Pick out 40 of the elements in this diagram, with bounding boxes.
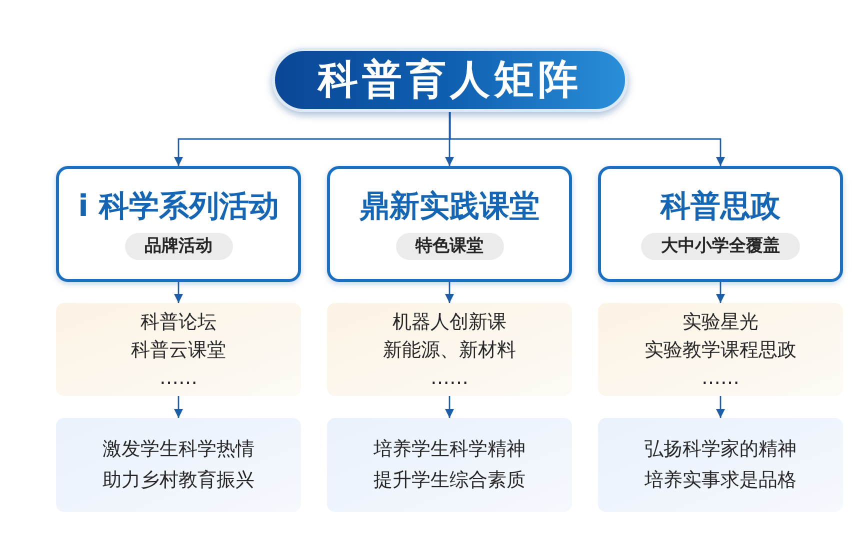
category-card [327,166,572,282]
ellipsis-text: …… [430,366,468,390]
title-text: 科普育人矩阵 [318,60,582,100]
arrow [174,396,183,418]
arrow [445,396,454,418]
card-heading: 科普思政 [660,188,780,226]
list-item: 科普云课堂 [131,338,226,362]
arrow [449,112,725,166]
goal-panel [327,418,572,512]
card-heading: 鼎新实践课堂 [360,188,540,226]
arrow [445,282,454,303]
item-panel [327,303,572,396]
goal-text: 助力乡村教育振兴 [102,468,254,493]
goal-text: 培养实事求是品格 [644,468,796,493]
tag-pill: 特色课堂 [396,233,504,260]
card-heading: i 科学系列活动 [78,188,279,226]
arrow [445,112,454,166]
arrow [174,282,183,303]
item-panel [598,303,843,396]
item-panel [56,303,301,396]
title-pill [272,48,628,112]
goal-panel [56,418,301,512]
goal-text: 弘扬科学家的精神 [644,437,796,462]
list-item: 机器人创新课 [392,310,506,334]
arrow [716,396,725,418]
list-item: 实验星光 [682,310,758,334]
list-item: 科普论坛 [140,310,216,334]
category-card [56,166,301,282]
list-item: 新能源、新材料 [383,338,516,362]
goal-text: 提升学生综合素质 [374,468,526,493]
tag-pill: 品牌活动 [124,233,232,260]
tag-pill: 大中小学全覆盖 [641,233,800,260]
category-card [598,166,843,282]
goal-text: 培养学生科学精神 [374,437,526,462]
list-item: 实验教学课程思政 [644,338,796,362]
ellipsis-text: …… [160,366,198,390]
arrow [716,282,725,303]
goal-text: 激发学生科学热情 [102,437,254,462]
goal-panel [598,418,843,512]
ellipsis-text: …… [702,366,740,390]
